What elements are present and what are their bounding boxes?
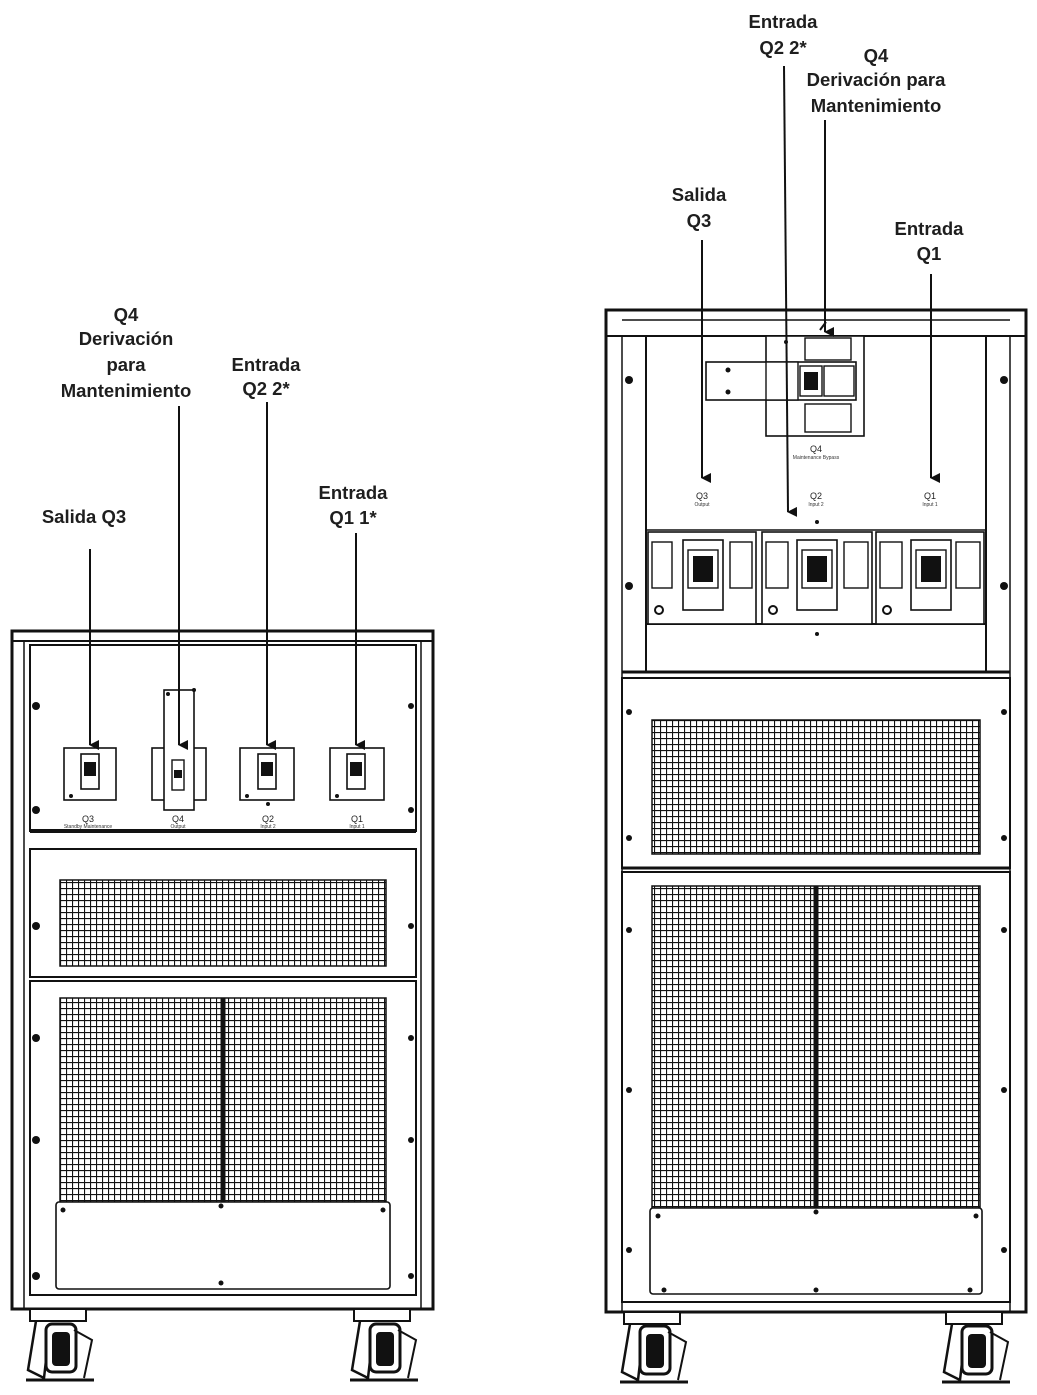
left-label-q3: Q3 <box>82 814 94 824</box>
right-label-q4: Q4 <box>810 444 822 454</box>
right-sublabel-q3: Output <box>694 502 710 508</box>
left-callout-q4-line1: Q4 <box>114 304 139 325</box>
right-caster-left <box>620 1311 688 1384</box>
right-label-q1: Q1 <box>924 491 936 501</box>
right-callout-q3-line2: Q3 <box>687 210 712 231</box>
left-breaker-q2 <box>239 747 295 801</box>
right-caster-right <box>942 1311 1010 1384</box>
right-sublabel-q4: Maintenance Bypass <box>793 455 840 461</box>
right-cabinet: Q4 Maintenance Bypass Q3 Output Q2 Input… <box>604 11 1028 1384</box>
right-breaker-q1 <box>875 531 985 625</box>
left-label-q4: Q4 <box>172 814 184 824</box>
left-breaker-q1 <box>329 747 385 801</box>
right-breaker-q2 <box>761 531 873 625</box>
left-callout-q1-line1: Entrada <box>319 482 389 503</box>
left-caster-left <box>26 1308 94 1382</box>
right-upper-vent <box>651 719 981 855</box>
left-callout-q3: Salida Q3 <box>42 506 126 527</box>
right-callout-q3-line1: Salida <box>672 184 727 205</box>
right-callout-q4-line1: Q4 <box>864 45 889 66</box>
right-label-q2: Q2 <box>810 491 822 501</box>
left-callout-q4-line2: Derivación <box>79 328 174 349</box>
right-sublabel-q2: Input 2 <box>808 502 824 508</box>
right-callout-q4-line3: Mantenimiento <box>811 95 942 116</box>
right-label-q3: Q3 <box>696 491 708 501</box>
left-breaker-q4 <box>151 688 207 811</box>
left-callout-q4-line3: para <box>106 354 146 375</box>
right-callout-q1-line2: Q1 <box>917 243 942 264</box>
left-sublabel-q4: Output <box>170 824 186 830</box>
right-breaker-q4 <box>705 335 865 437</box>
left-callout-q1-line2: Q1 1* <box>329 507 377 528</box>
left-sublabel-q1: Input 1 <box>349 824 365 830</box>
right-callout-q2-line2: Q2 2* <box>759 37 807 58</box>
left-callout-q2-line2: Q2 2* <box>242 378 290 399</box>
left-callout-q2-line1: Entrada <box>232 354 302 375</box>
left-callout-q4-line4: Mantenimiento <box>61 380 192 401</box>
left-breaker-q3 <box>63 747 117 801</box>
left-label-q1: Q1 <box>351 814 363 824</box>
left-sublabel-q2: Input 2 <box>260 824 276 830</box>
left-label-q2: Q2 <box>262 814 274 824</box>
left-sublabel-q3: Standby Maintenance <box>64 824 113 830</box>
right-callout-q4-line2: Derivación para <box>807 69 947 90</box>
right-breaker-q3 <box>647 531 757 625</box>
right-callout-q2-line1: Entrada <box>749 11 819 32</box>
left-upper-vent <box>59 879 387 967</box>
left-cabinet: Q3 Standby Maintenance Q4 Output Q2 Inpu… <box>10 304 435 1382</box>
right-sublabel-q1: Input 1 <box>922 502 938 508</box>
left-caster-right <box>350 1308 418 1382</box>
right-callout-q1-line1: Entrada <box>895 218 965 239</box>
